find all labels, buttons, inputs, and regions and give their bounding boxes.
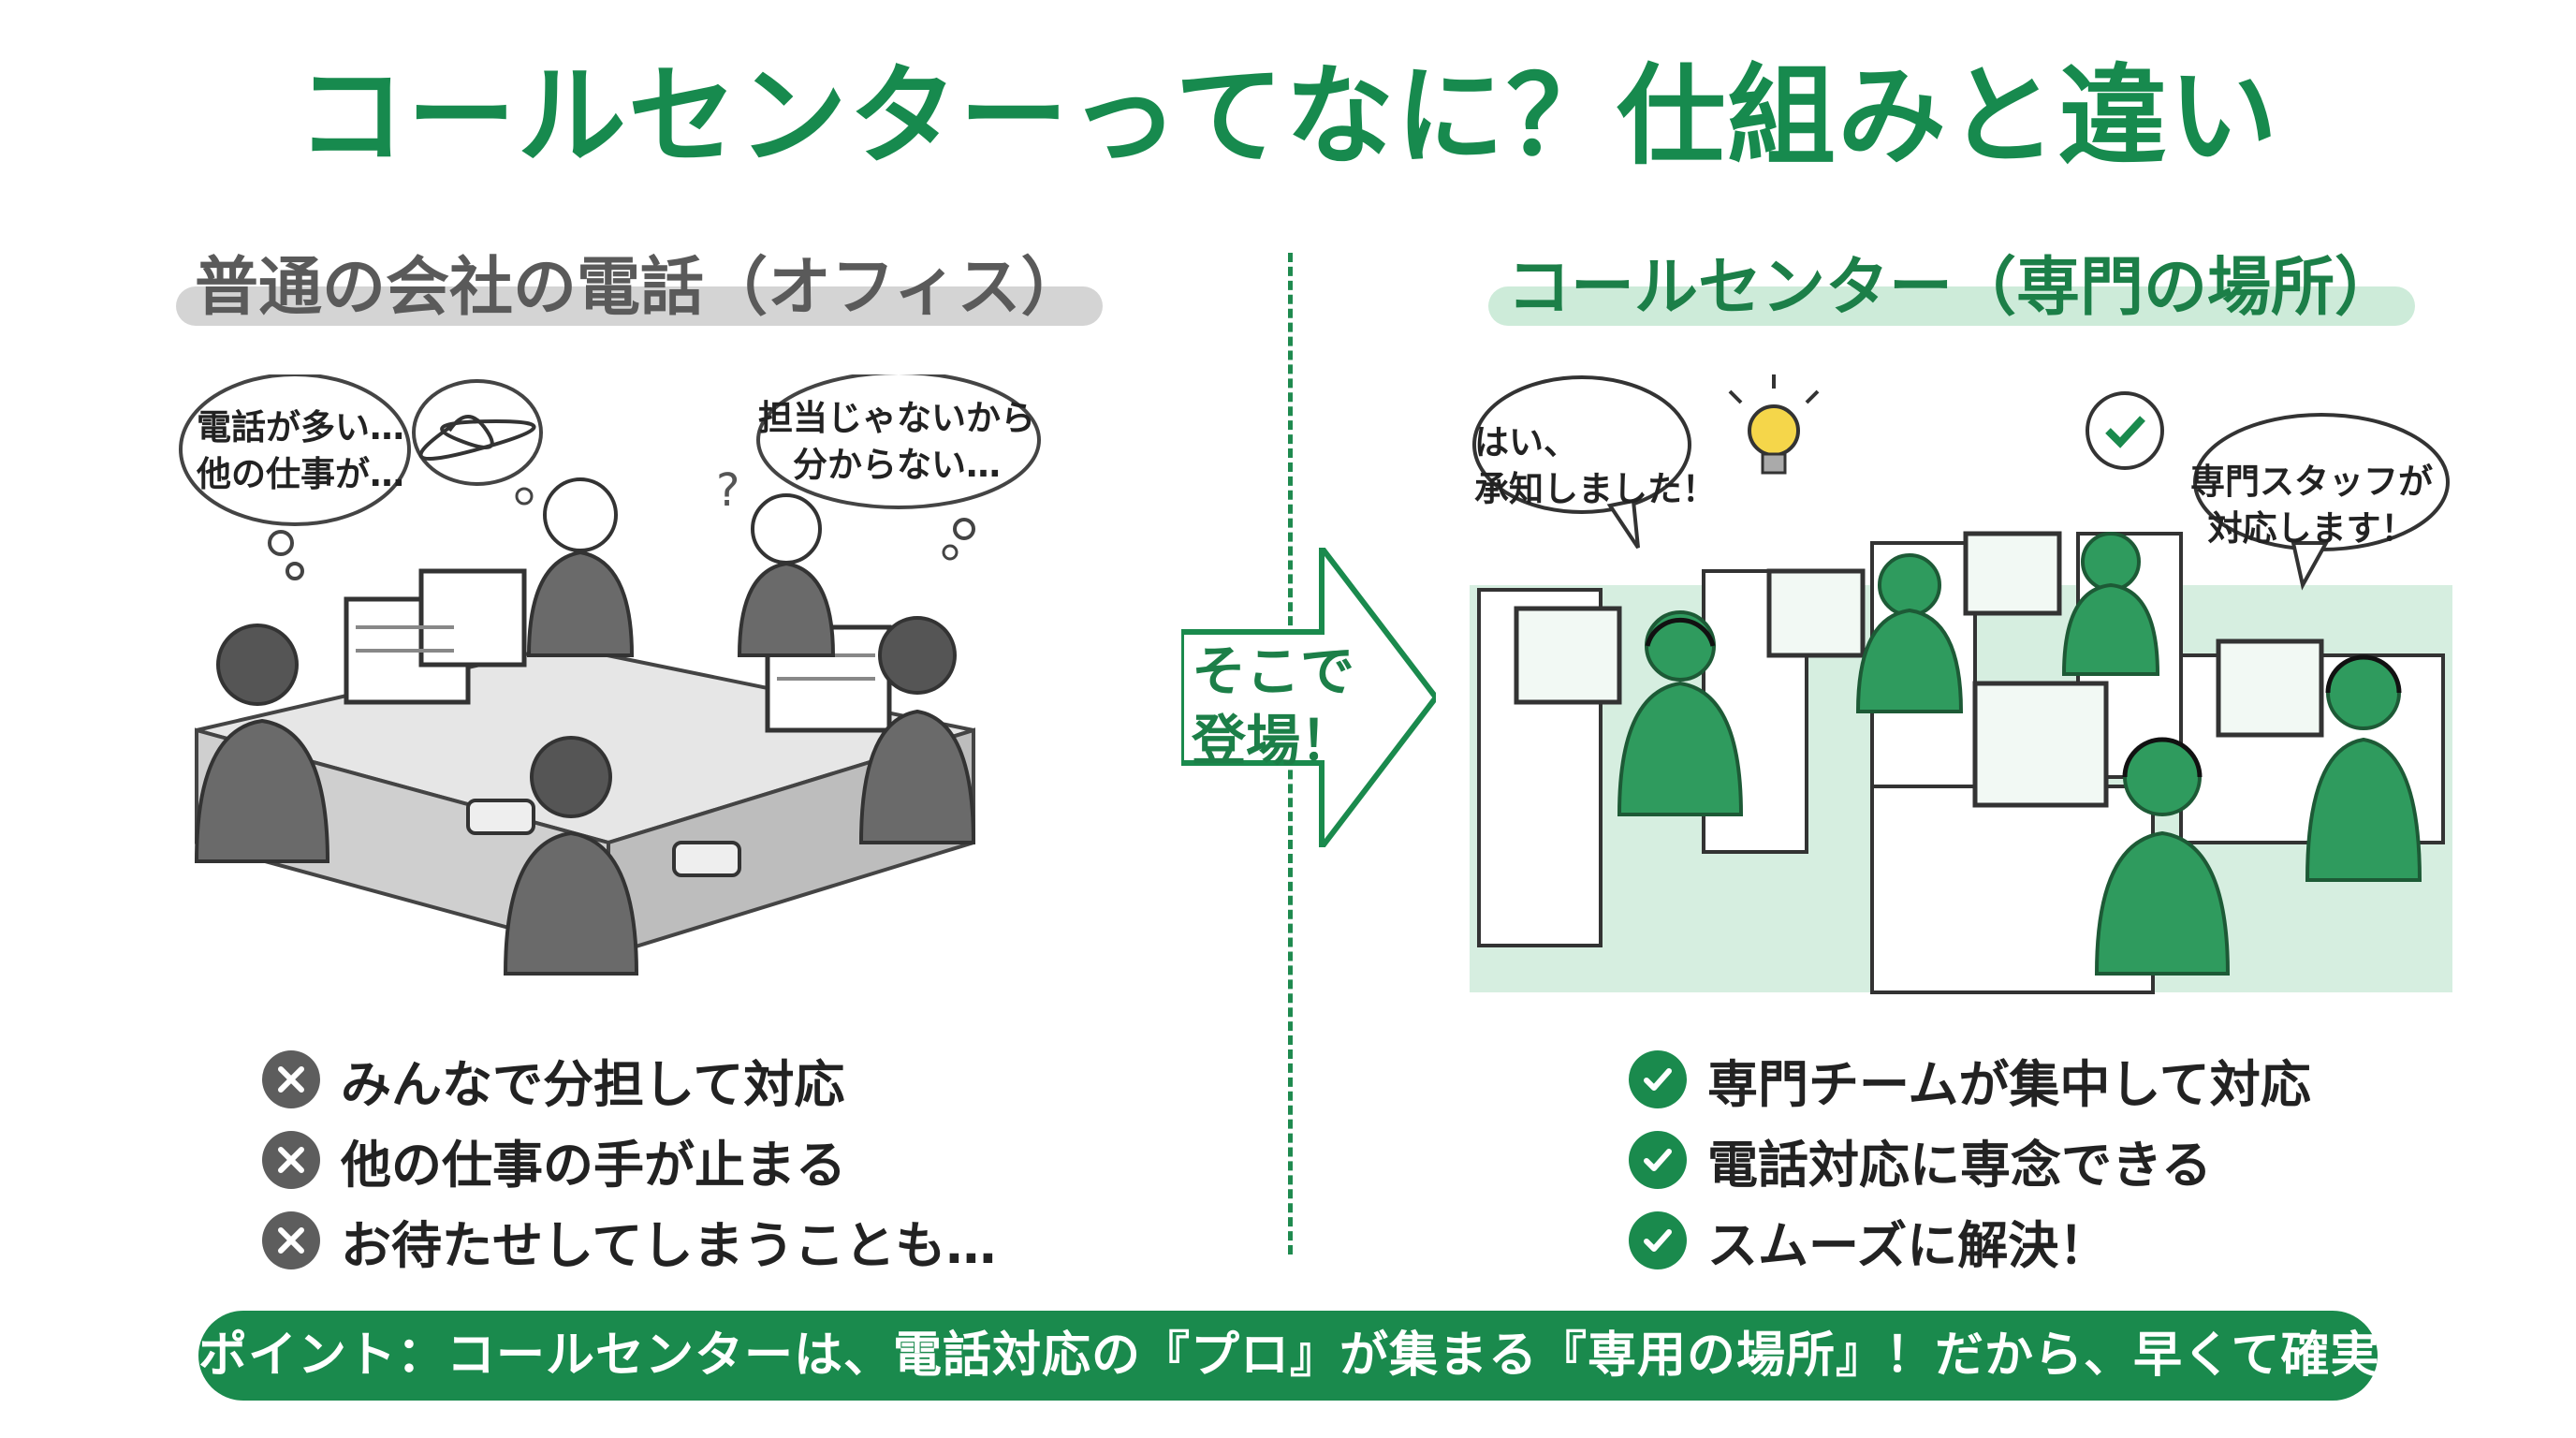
call-center-monitors	[1514, 531, 2324, 808]
x-circle-icon	[262, 1131, 320, 1189]
left-heading-highlight	[176, 286, 1103, 326]
bubble-text-specialist: 専門スタッフが 対応します！	[2190, 462, 2433, 549]
right-heading: コールセンター（専門の場所）	[1488, 245, 2415, 331]
list-item: スムーズに解決！	[1629, 1200, 2311, 1281]
list-item: 電話対応に専念できる	[1629, 1120, 2311, 1200]
arrow-right-icon	[1181, 548, 1436, 847]
call-center-illustration	[1470, 374, 2452, 994]
question-mark-icon: ?	[716, 464, 739, 517]
desk-phone-icon	[466, 799, 741, 877]
x-circle-icon	[262, 1211, 320, 1269]
right-heading-text: コールセンター（専門の場所）	[1507, 251, 2399, 325]
check-bubble-icon	[2086, 391, 2164, 470]
left-heading-text: 普通の会社の電話（オフィス）	[195, 251, 1085, 325]
lightbulb-icon	[1728, 374, 1820, 475]
check-circle-icon	[1629, 1050, 1687, 1108]
check-circle-icon	[1629, 1131, 1687, 1189]
bubble-text-unsure: 担当じゃないから 分からない…	[758, 398, 1035, 485]
call-center-staff	[1617, 532, 2422, 976]
speech-bubble-unsure	[756, 374, 1041, 561]
page-title: コールセンターってなに？仕組みと違い	[296, 53, 2280, 180]
list-item: みんなで分担して対応	[262, 1039, 996, 1120]
arrow-label: そこで 登場！	[1191, 639, 1354, 772]
bubble-text-acknowledge: はい、 承知しました！	[1474, 422, 1717, 509]
office-illustration: ?	[179, 374, 1041, 976]
list-item: 他の仕事の手が止まる	[262, 1120, 996, 1200]
list-item: お待たせしてしまうことも…	[262, 1200, 996, 1281]
check-circle-icon	[1629, 1211, 1687, 1269]
right-heading-highlight	[1488, 286, 2415, 326]
bubble-text-busy: 電話が多い… 他の仕事が…	[197, 407, 404, 494]
list-item: 専門チームが集中して対応	[1629, 1039, 2311, 1120]
office-workers	[194, 477, 976, 976]
tangled-thought-icon	[412, 379, 543, 506]
call-center-benefits-list: 専門チームが集中して対応 電話対応に専念できる スムーズに解決！	[1629, 1039, 2311, 1281]
speech-bubble-busy	[179, 374, 411, 580]
left-heading: 普通の会社の電話（オフィス）	[176, 245, 1103, 331]
office-problems-list: みんなで分担して対応 他の仕事の手が止まる お待たせしてしまうことも…	[262, 1039, 996, 1281]
headset-icon	[1645, 617, 2402, 778]
speech-bubble-specialist	[2193, 413, 2450, 591]
footer-point-banner: ポイント：コールセンターは、電話対応の『プロ』が集まる『専用の場所』！だから、早…	[198, 1311, 2428, 1401]
x-circle-icon	[262, 1050, 320, 1108]
speech-bubble-acknowledge	[1472, 375, 1691, 550]
